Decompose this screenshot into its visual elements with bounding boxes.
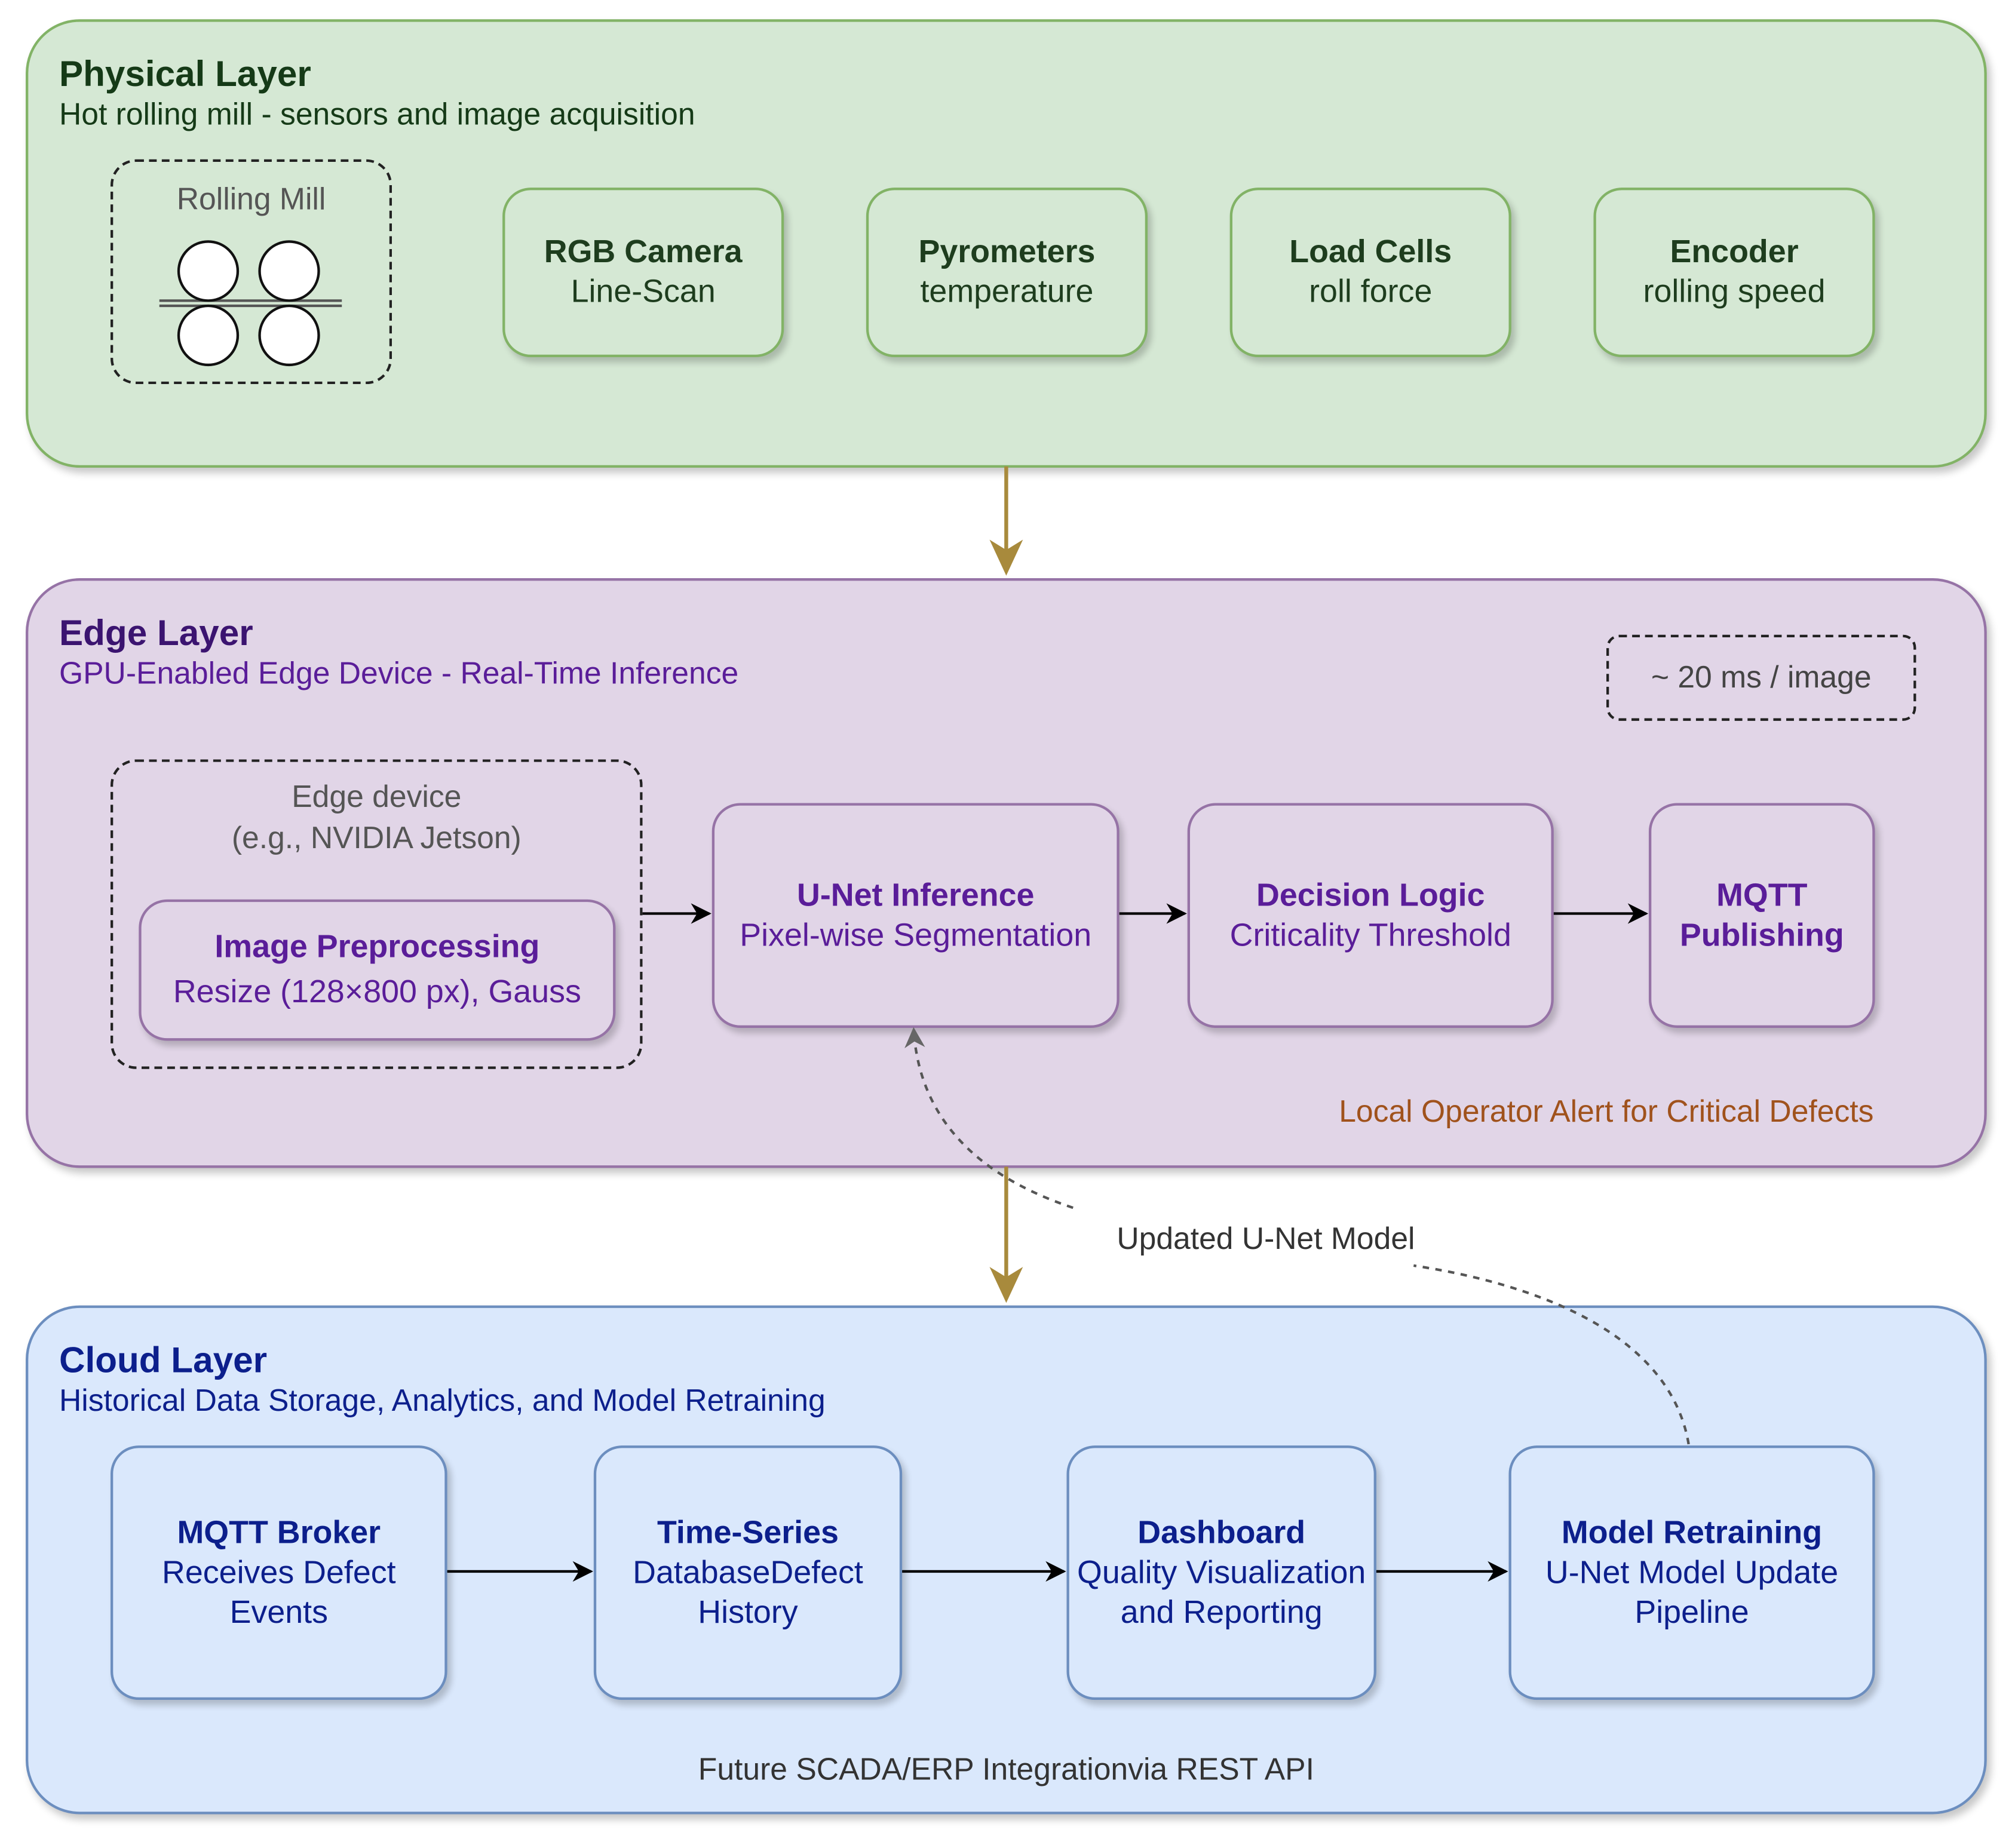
dashboard-line1: Quality Visualization	[1077, 1554, 1366, 1591]
image-preprocessing-box: Image Preprocessing Resize (128×800 px),…	[139, 899, 616, 1041]
model-retraining-title: Model Retraining	[1561, 1514, 1823, 1551]
feedback-curve-lower	[1413, 1264, 1690, 1445]
image-preprocessing-title: Image Preprocessing	[214, 929, 540, 965]
rolling-mill-label: Rolling Mill	[176, 182, 326, 217]
load-cells-sub: roll force	[1309, 274, 1433, 310]
dashboard-line2: and Reporting	[1120, 1594, 1323, 1630]
physical-layer-title: Physical Layer	[59, 54, 311, 94]
rgb-camera-title: RGB Camera	[544, 234, 743, 270]
mqtt-broker-title: MQTT Broker	[177, 1514, 381, 1551]
edge-device-group: Edge device (e.g., NVIDIA Jetson) Image …	[111, 759, 643, 1069]
edge-layer-subtitle: GPU-Enabled Edge Device - Real-Time Infe…	[59, 656, 739, 692]
mqtt-broker-box: MQTT Broker Receives Defect Events	[111, 1445, 447, 1700]
dashboard-box: Dashboard Quality Visualization and Repo…	[1066, 1445, 1376, 1700]
cloud-layer: Cloud Layer Historical Data Storage, Ana…	[26, 1305, 1987, 1815]
unet-inference-sub: Pixel-wise Segmentation	[740, 916, 1092, 953]
model-retraining-box: Model Retraining U-Net Model Update Pipe…	[1508, 1445, 1875, 1700]
edge-layer-title: Edge Layer	[59, 613, 253, 653]
load-cells-box: Load Cells roll force	[1229, 188, 1511, 358]
cloud-layer-subtitle: Historical Data Storage, Analytics, and …	[59, 1383, 826, 1419]
encoder-sub: rolling speed	[1643, 274, 1826, 310]
rolling-mill-icon	[159, 240, 342, 367]
pyrometers-box: Pyrometers temperature	[866, 188, 1148, 358]
unet-inference-box: U-Net Inference Pixel-wise Segmentation	[711, 803, 1120, 1028]
time-series-box: Time-Series DatabaseDefect History	[593, 1445, 903, 1700]
time-series-line2: History	[698, 1594, 798, 1630]
physical-to-edge-arrow	[989, 466, 1023, 576]
dashboard-title: Dashboard	[1137, 1514, 1306, 1551]
encoder-title: Encoder	[1670, 234, 1799, 270]
edge-to-cloud-arrow	[989, 1166, 1023, 1303]
mqtt-publishing-sub: Publishing	[1679, 916, 1844, 953]
mqtt-broker-line2: Events	[229, 1594, 329, 1630]
decision-logic-title: Decision Logic	[1256, 877, 1485, 913]
edge-device-example: (e.g., NVIDIA Jetson)	[231, 821, 522, 856]
rolling-mill-group: Rolling Mill	[111, 159, 392, 385]
feedback-label: Updated U-Net Model	[1117, 1221, 1415, 1255]
image-preprocessing-sub: Resize (128×800 px), Gauss	[173, 974, 581, 1010]
integration-footer: Future SCADA/ERP Integrationvia REST API	[698, 1752, 1314, 1788]
edge-layer: Edge Layer GPU-Enabled Edge Device - Rea…	[26, 578, 1987, 1168]
physical-layer: Physical Layer Hot rolling mill - sensor…	[26, 19, 1987, 468]
time-series-line1: DatabaseDefect	[633, 1554, 863, 1591]
rgb-camera-box: RGB Camera Line-Scan	[502, 188, 784, 358]
feedback-curve-upper	[904, 1027, 1074, 1210]
decision-logic-box: Decision Logic Criticality Threshold	[1187, 803, 1554, 1028]
physical-layer-subtitle: Hot rolling mill - sensors and image acq…	[59, 97, 695, 133]
time-series-title: Time-Series	[657, 1514, 839, 1551]
decision-logic-sub: Criticality Threshold	[1229, 916, 1511, 953]
mqtt-publishing-box: MQTT Publishing	[1648, 803, 1875, 1028]
model-retraining-line1: U-Net Model Update	[1545, 1554, 1839, 1591]
encoder-box: Encoder rolling speed	[1593, 188, 1875, 358]
cloud-layer-title: Cloud Layer	[59, 1340, 268, 1380]
edge-device-label: Edge device	[292, 779, 462, 815]
load-cells-title: Load Cells	[1289, 234, 1452, 270]
pyrometers-title: Pyrometers	[918, 234, 1096, 270]
mqtt-publishing-title: MQTT	[1716, 877, 1808, 913]
rgb-camera-sub: Line-Scan	[571, 274, 716, 310]
latency-badge: ~ 20 ms / image	[1606, 634, 1916, 721]
unet-inference-title: U-Net Inference	[796, 877, 1035, 913]
mqtt-broker-line1: Receives Defect	[162, 1554, 396, 1591]
model-retraining-line2: Pipeline	[1634, 1594, 1749, 1630]
operator-alert-note: Local Operator Alert for Critical Defect…	[1339, 1094, 1874, 1129]
latency-text: ~ 20 ms / image	[1651, 660, 1872, 695]
pyrometers-sub: temperature	[920, 274, 1094, 310]
